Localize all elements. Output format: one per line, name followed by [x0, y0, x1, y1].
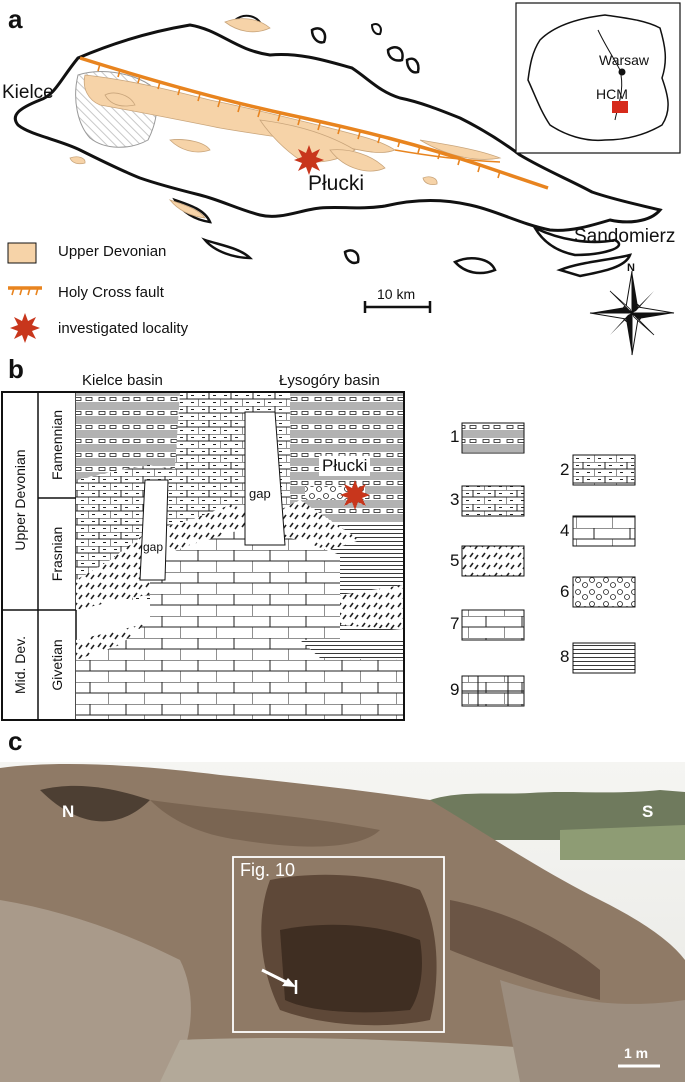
map-scale-label: 10 km — [377, 286, 416, 302]
arrow-icon — [261, 968, 298, 994]
famennian-stage-label: Famennian — [49, 409, 65, 481]
gap-left — [139, 479, 169, 581]
fig-10-frame — [232, 856, 445, 1033]
kielce-label: Kielce — [2, 82, 54, 103]
hcm-label: HCM — [596, 86, 628, 102]
scale-bar — [363, 301, 432, 313]
legend-devonian-label: Upper Devonian — [58, 243, 167, 260]
fault-ticks — [97, 63, 501, 179]
panel-b-column — [1, 391, 405, 721]
legend-star-icon — [10, 313, 40, 343]
lith-key-5: 5 — [450, 551, 460, 570]
lith-key-3: 3 — [450, 490, 460, 509]
gap-left-label: gap — [143, 540, 164, 554]
plucki-star-icon — [294, 145, 324, 175]
hcm-outline — [13, 23, 663, 232]
photo-scale-label: 1 m — [624, 1045, 649, 1061]
legend-fault-symbol — [8, 286, 42, 296]
photo-south-label: S — [642, 802, 654, 821]
sandomierz-label: Sandomierz — [574, 226, 676, 247]
upper-devonian-series-label: Upper Devonian — [12, 449, 28, 551]
legend-fault-label: Holy Cross fault — [58, 284, 164, 301]
holy-cross-fault — [79, 56, 549, 190]
compass-rose-icon — [589, 270, 675, 356]
panel-c-label: c — [8, 726, 23, 756]
mid-devonian-series-label: Mid. Dev. — [12, 635, 28, 695]
panel-c-photo — [0, 762, 685, 1082]
lith-key-2: 2 — [560, 460, 570, 479]
panel-a-map — [7, 2, 681, 356]
givetian-stage-label: Givetian — [49, 639, 65, 691]
column-plucki-label: Płucki — [319, 456, 371, 476]
panel-b-label: b — [8, 354, 24, 384]
poland-outline — [527, 14, 669, 142]
lysogory-basin-label: Łysogóry basin — [279, 372, 380, 389]
lith-key-4: 4 — [560, 521, 570, 540]
fig-10-label: Fig. 10 — [240, 860, 296, 880]
lith-key-8: 8 — [560, 647, 570, 666]
hcm-box — [612, 101, 628, 113]
compass-north-label: N — [627, 262, 635, 274]
gap-right — [244, 411, 286, 546]
gap-right-label: gap — [249, 486, 271, 501]
lith-key-9: 9 — [450, 680, 460, 699]
frasnian-stage-label: Frasnian — [49, 526, 65, 582]
lith-key-6: 6 — [560, 582, 570, 601]
panel-a-label: a — [8, 4, 23, 34]
photo-north-label: N — [62, 802, 75, 821]
warsaw-label: Warsaw — [599, 52, 650, 68]
lith-key-7: 7 — [450, 614, 460, 633]
legend-devonian-swatch — [7, 242, 37, 264]
warsaw-dot — [618, 68, 626, 76]
lith-key-1: 1 — [450, 427, 460, 446]
upper-devonian-areas — [69, 18, 502, 219]
column-star-icon — [340, 480, 370, 510]
plucki-label: Płucki — [308, 172, 365, 195]
lithology-legend — [461, 422, 636, 707]
legend-locality-label: investigated locality — [58, 320, 189, 337]
kielce-basin-label: Kielce basin — [82, 372, 163, 389]
